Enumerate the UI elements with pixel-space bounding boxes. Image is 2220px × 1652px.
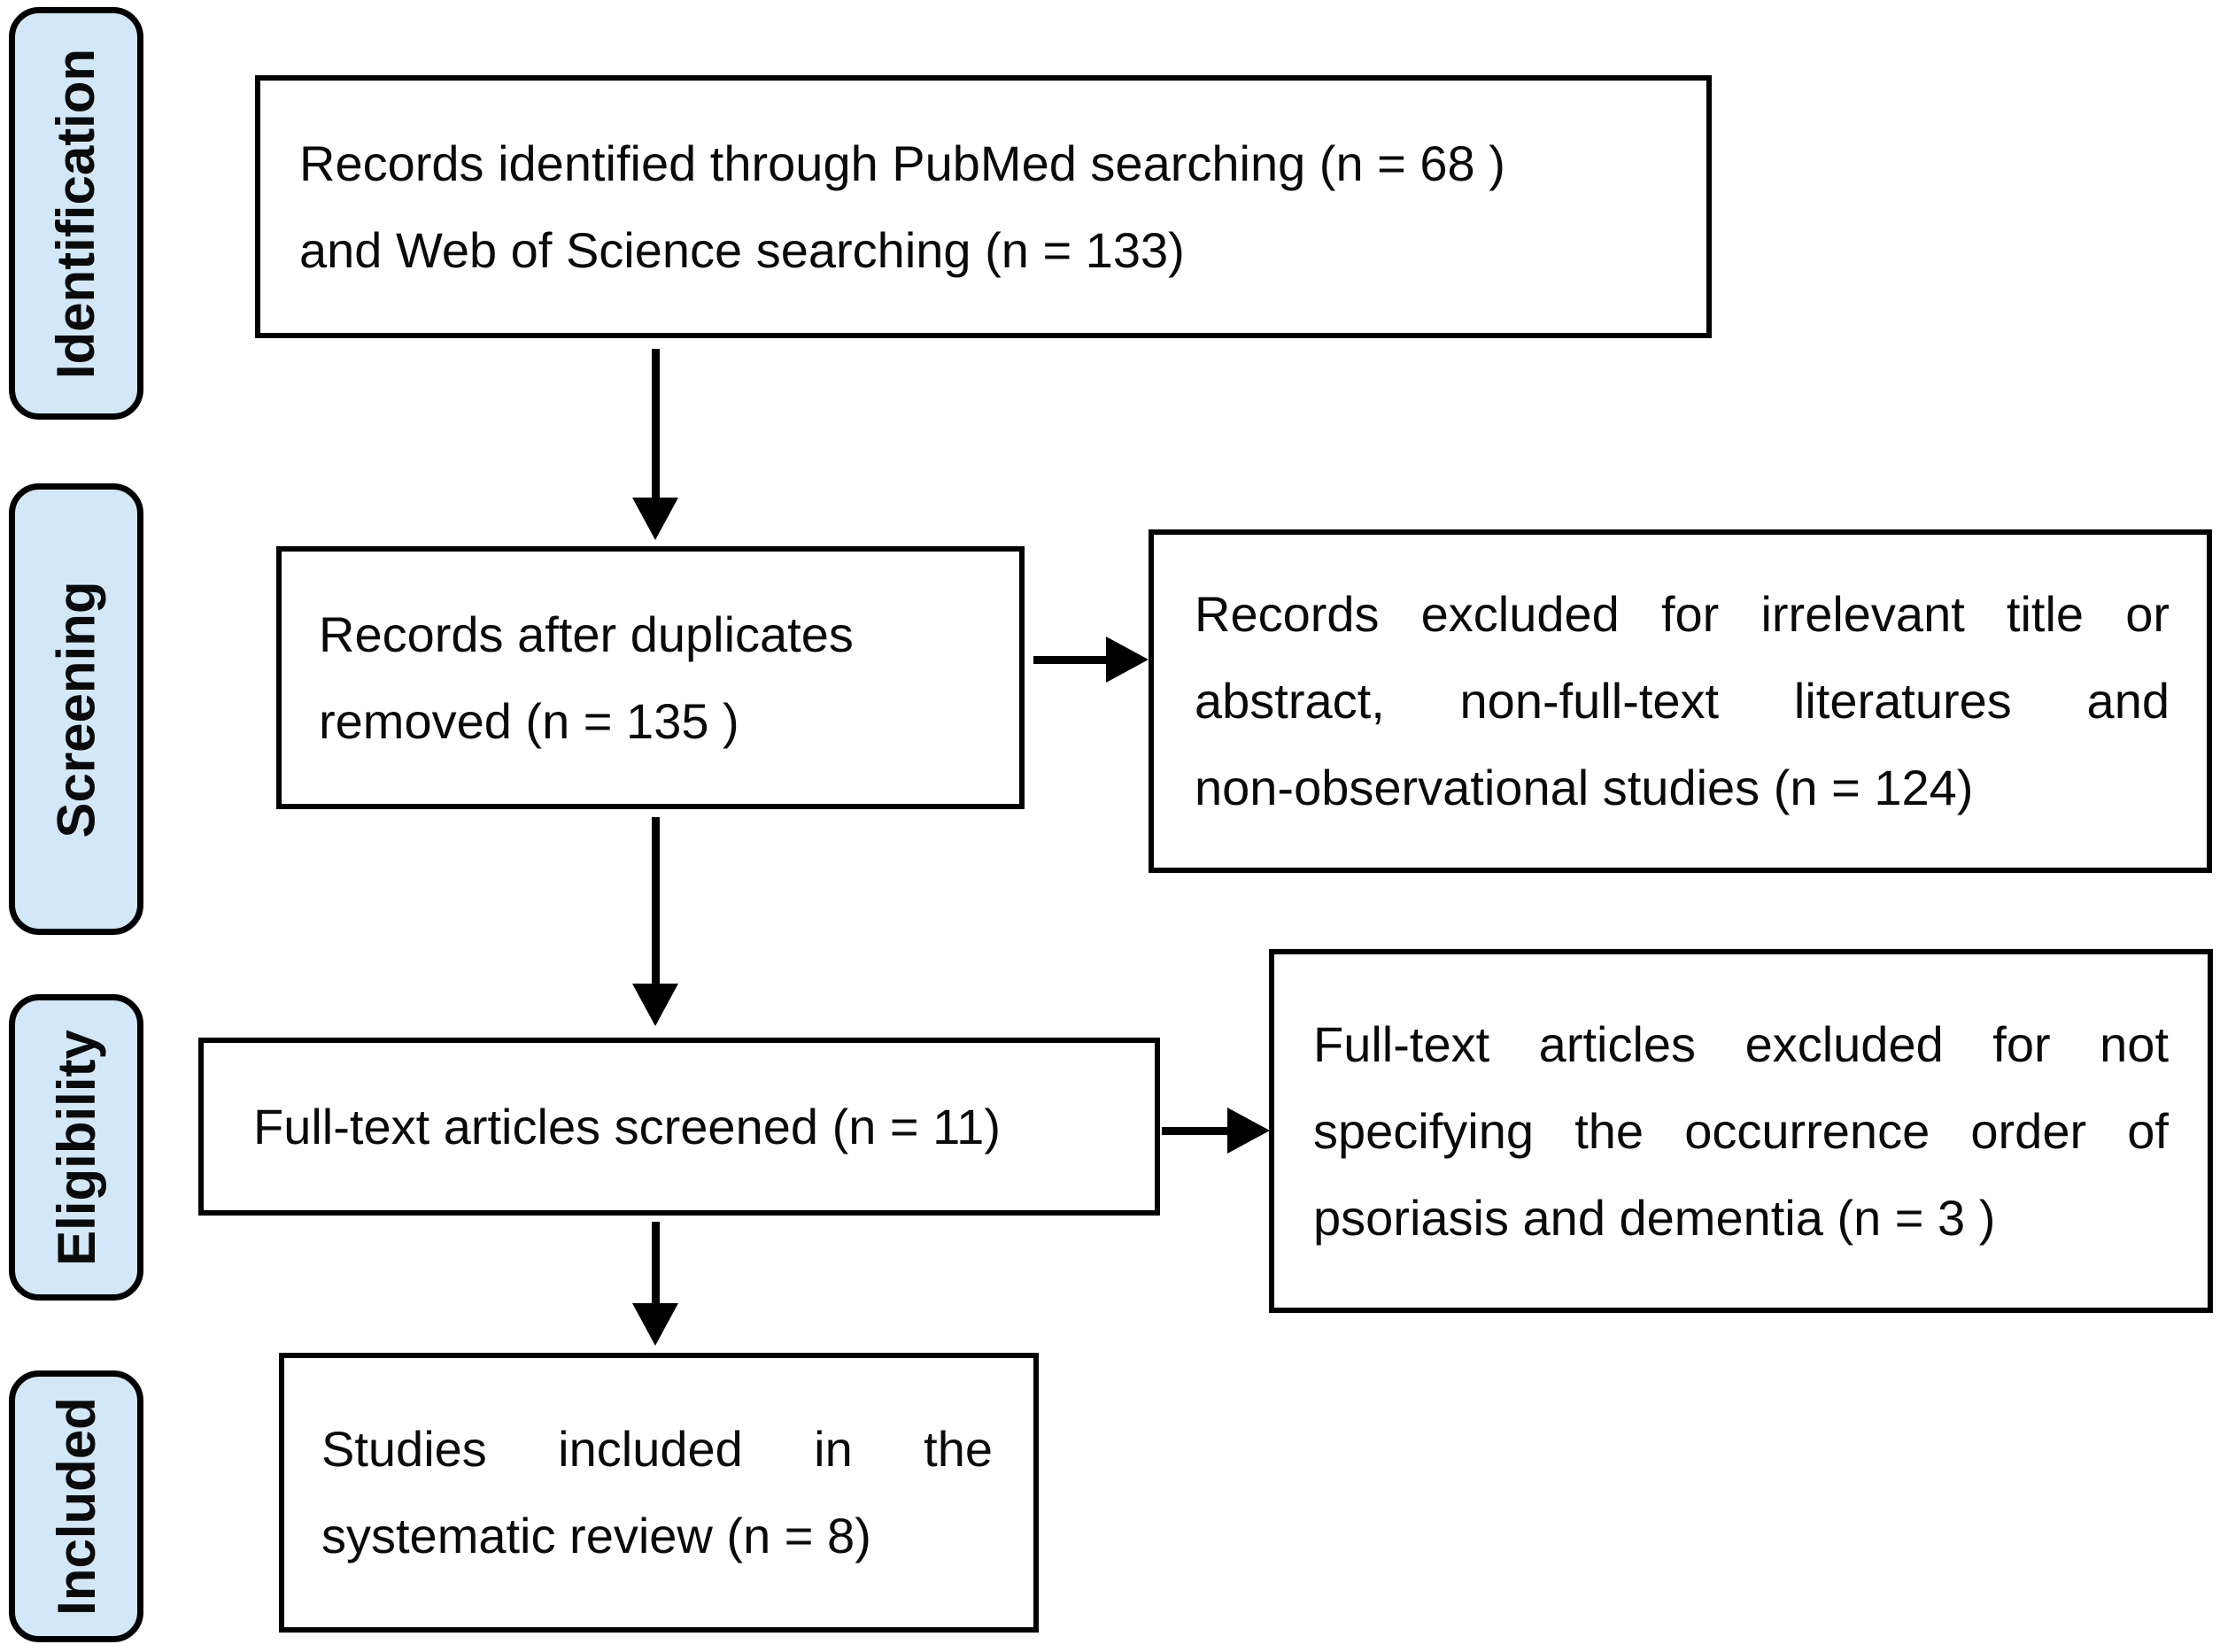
- stage-label-text: Identification: [46, 48, 106, 379]
- box-text-line: Records identified through PubMed search…: [299, 135, 1505, 191]
- arrow-duplicates-to-excluded-line: [1033, 656, 1108, 664]
- box-text-line: Full-text articles excluded for not: [1313, 1015, 2169, 1072]
- box-text-line: specifying the occurrence order of: [1313, 1102, 2169, 1159]
- box-text-line: systematic review (n = 8): [321, 1508, 871, 1563]
- stage-label-text: Included: [46, 1397, 106, 1616]
- arrow-identified-to-duplicates-line: [652, 349, 660, 501]
- stage-label-identification: Identification: [9, 7, 143, 420]
- box-fulltext-excluded: Full-text articles excluded for not spec…: [1269, 949, 2213, 1313]
- box-text-line: psoriasis and dementia (n = 3 ): [1313, 1189, 1996, 1246]
- box-fulltext-screened: Full-text articles screened (n = 11): [198, 1038, 1160, 1216]
- box-text-line: Records after duplicates: [319, 606, 854, 662]
- box-records-after-duplicates: Records after duplicates removed (n = 13…: [276, 546, 1025, 809]
- arrow-screened-to-fulltext-excluded-line: [1162, 1127, 1229, 1135]
- box-text-line: and Web of Science searching (n = 133): [299, 221, 1185, 278]
- arrow-duplicates-to-excluded-head: [1106, 637, 1149, 683]
- arrow-duplicates-to-screened-line: [652, 817, 660, 985]
- arrow-screened-to-included-head: [632, 1303, 678, 1346]
- arrow-duplicates-to-screened-head: [632, 984, 678, 1026]
- stage-label-included: Included: [9, 1370, 143, 1642]
- arrow-screened-to-fulltext-excluded-head: [1227, 1108, 1270, 1154]
- box-text-line: Records excluded for irrelevant title or: [1195, 586, 2170, 642]
- box-text-line: Studies included in the: [321, 1421, 993, 1477]
- box-studies-included: Studies included in the systematic revie…: [279, 1353, 1039, 1633]
- box-text-line: removed (n = 135 ): [319, 692, 739, 749]
- box-records-identified: Records identified through PubMed search…: [255, 75, 1712, 338]
- stage-label-text: Screening: [46, 580, 106, 838]
- arrow-identified-to-duplicates-head: [632, 498, 678, 540]
- stage-label-text: Eligibility: [46, 1029, 106, 1266]
- box-text-line: non-observational studies (n = 124): [1195, 760, 1974, 815]
- arrow-screened-to-included-line: [652, 1222, 660, 1305]
- stage-label-eligibility: Eligibility: [9, 994, 143, 1301]
- box-text-line: abstract, non-full-text literatures and: [1195, 673, 2170, 729]
- box-records-excluded: Records excluded for irrelevant title or…: [1149, 529, 2212, 873]
- box-text-line: Full-text articles screened (n = 11): [253, 1098, 1001, 1154]
- stage-label-screening: Screening: [9, 483, 143, 935]
